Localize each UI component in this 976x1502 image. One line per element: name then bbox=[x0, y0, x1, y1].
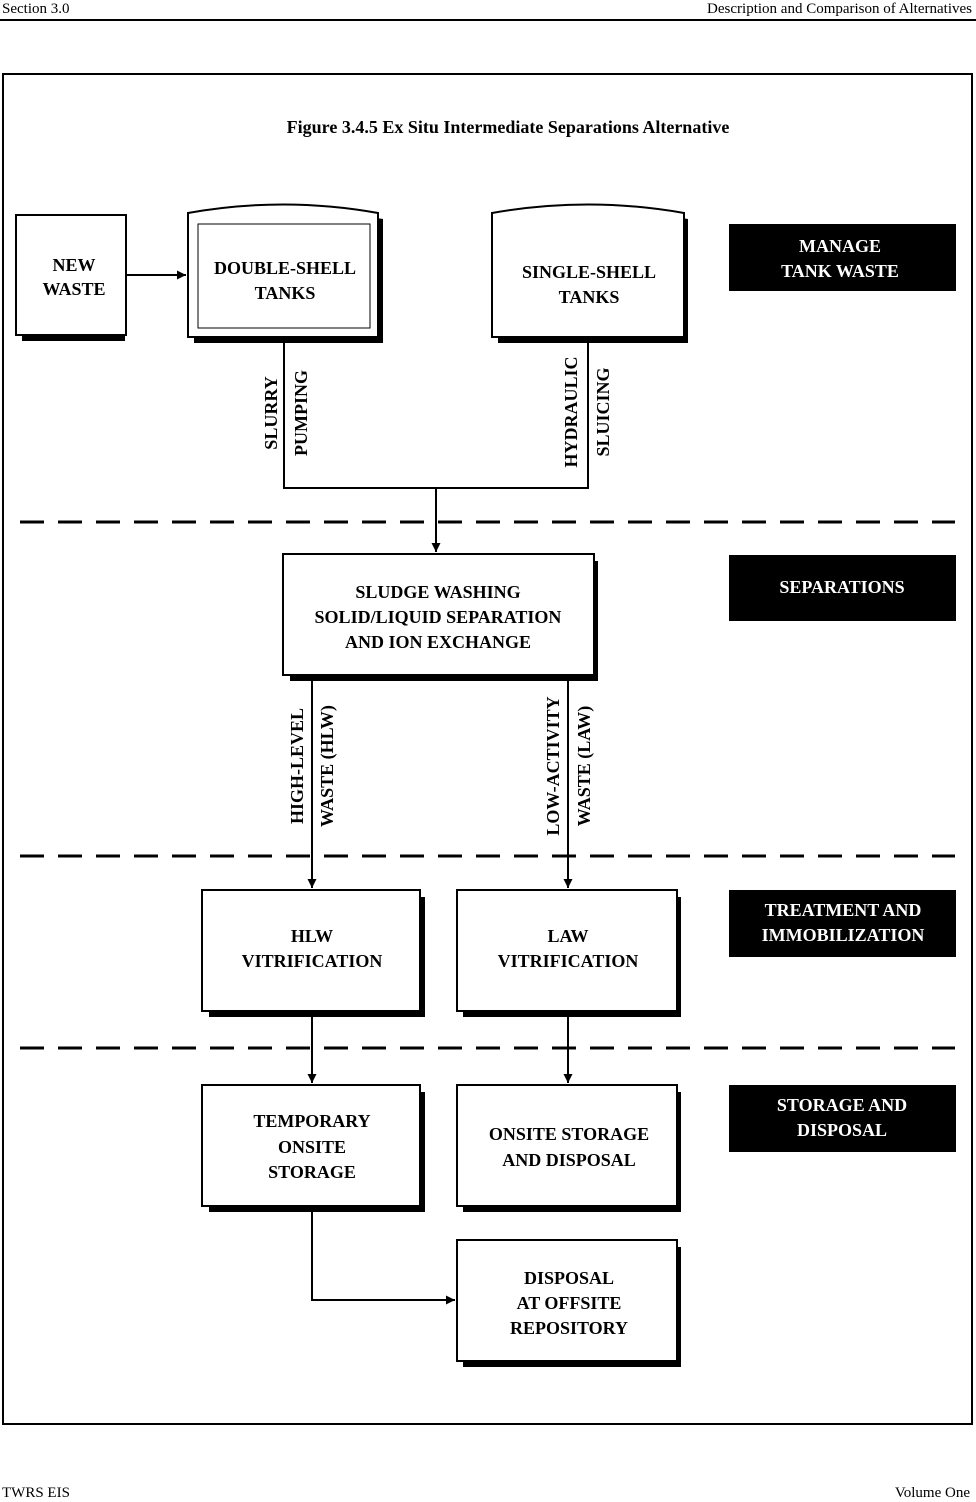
offsite-repository-box: DISPOSAL AT OFFSITE REPOSITORY bbox=[456, 1239, 681, 1367]
header-rule bbox=[0, 19, 976, 21]
double-shell-label: DOUBLE-SHELL bbox=[214, 258, 356, 278]
separations-box: SLUDGE WASHING SOLID/LIQUID SEPARATION A… bbox=[282, 553, 598, 681]
low-activity-label: LOW-ACTIVITY bbox=[543, 696, 563, 835]
offsite-label: REPOSITORY bbox=[510, 1318, 628, 1338]
svg-text:MANAGE: MANAGE bbox=[799, 236, 881, 256]
double-shell-tanks: DOUBLE-SHELL TANKS bbox=[187, 203, 383, 343]
hydraulic-label: HYDRAULIC bbox=[561, 356, 581, 467]
new-waste-label: WASTE bbox=[42, 279, 105, 299]
pumping-label: PUMPING bbox=[291, 370, 311, 456]
new-waste-box: NEW WASTE bbox=[15, 214, 127, 341]
separations-label: AND ION EXCHANGE bbox=[345, 632, 531, 652]
figure-title: Figure 3.4.5 Ex Situ Intermediate Separa… bbox=[287, 117, 730, 137]
header-section: Section 3.0 bbox=[2, 1, 70, 17]
separations-label: SOLID/LIQUID SEPARATION bbox=[315, 607, 562, 627]
svg-text:DISPOSAL: DISPOSAL bbox=[797, 1120, 887, 1140]
phase-treatment: TREATMENT AND IMMOBILIZATION bbox=[729, 890, 956, 957]
phase-dividers bbox=[20, 520, 955, 1050]
svg-text:TANK WASTE: TANK WASTE bbox=[781, 261, 899, 281]
tanks-merge-line bbox=[283, 337, 589, 489]
high-level-label: HIGH-LEVEL bbox=[287, 708, 307, 824]
onsite-storage-label: ONSITE STORAGE bbox=[489, 1124, 649, 1144]
onsite-storage-box: ONSITE STORAGE AND DISPOSAL bbox=[456, 1084, 681, 1212]
onsite-storage-label: AND DISPOSAL bbox=[502, 1150, 636, 1170]
single-shell-tanks: SINGLE-SHELL TANKS bbox=[491, 203, 688, 343]
svg-text:STORAGE AND: STORAGE AND bbox=[777, 1095, 907, 1115]
separations-label: SLUDGE WASHING bbox=[355, 582, 520, 602]
temp-storage-label: STORAGE bbox=[268, 1162, 356, 1182]
law-vit-label: VITRIFICATION bbox=[498, 951, 639, 971]
storage-to-offsite-arrow bbox=[311, 1206, 455, 1305]
slurry-label: SLURRY bbox=[261, 376, 281, 449]
law-vitrification-box: LAW VITRIFICATION bbox=[456, 889, 681, 1017]
single-shell-label: SINGLE-SHELL bbox=[522, 262, 656, 282]
header-chapter: Description and Comparison of Alternativ… bbox=[707, 1, 972, 17]
single-shell-label: TANKS bbox=[559, 287, 620, 307]
hlw-vit-label: VITRIFICATION bbox=[242, 951, 383, 971]
svg-text:IMMOBILIZATION: IMMOBILIZATION bbox=[762, 925, 925, 945]
offsite-label: AT OFFSITE bbox=[517, 1293, 622, 1313]
footer-document: TWRS EIS bbox=[2, 1485, 70, 1501]
double-shell-label: TANKS bbox=[255, 283, 316, 303]
hlw-vit-label: HLW bbox=[291, 926, 333, 946]
offsite-label: DISPOSAL bbox=[524, 1268, 614, 1288]
law-vit-label: LAW bbox=[547, 926, 588, 946]
svg-text:TREATMENT AND: TREATMENT AND bbox=[765, 900, 922, 920]
temp-storage-label: TEMPORARY bbox=[253, 1111, 370, 1131]
svg-text:SEPARATIONS: SEPARATIONS bbox=[779, 577, 904, 597]
temp-storage-label: ONSITE bbox=[278, 1137, 346, 1157]
phase-storage: STORAGE AND DISPOSAL bbox=[729, 1085, 956, 1152]
phase-manage: MANAGE TANK WASTE bbox=[729, 224, 956, 291]
sluicing-label: SLUICING bbox=[593, 367, 613, 456]
phase-separations: SEPARATIONS bbox=[729, 555, 956, 621]
footer-volume: Volume One bbox=[894, 1485, 970, 1501]
flow-connectors bbox=[126, 270, 589, 1305]
new-waste-label: NEW bbox=[52, 255, 95, 275]
law-waste-label: WASTE (LAW) bbox=[574, 706, 595, 827]
figure-frame bbox=[2, 73, 973, 1425]
temporary-storage-box: TEMPORARY ONSITE STORAGE bbox=[201, 1084, 425, 1212]
hlw-waste-label: WASTE (HLW) bbox=[317, 705, 338, 827]
hlw-vitrification-box: HLW VITRIFICATION bbox=[201, 889, 425, 1017]
